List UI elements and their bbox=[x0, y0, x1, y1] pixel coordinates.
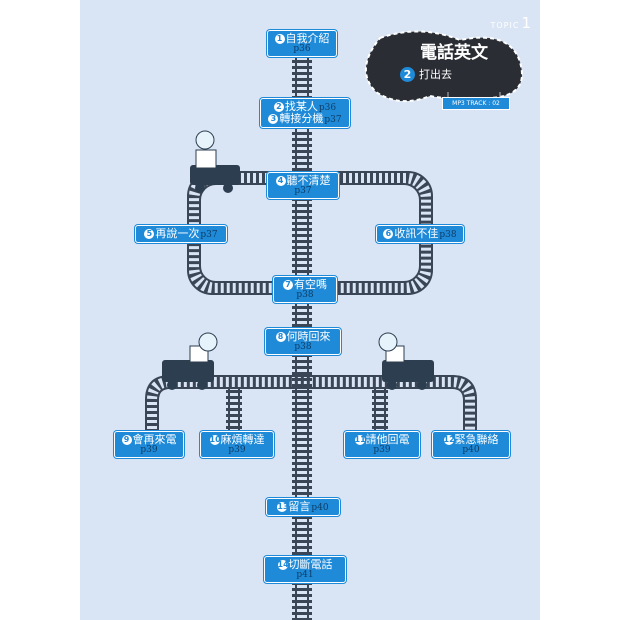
node-number: 4 bbox=[275, 176, 286, 186]
node-label: 請他回電 bbox=[365, 433, 410, 446]
node-page: p40 bbox=[311, 503, 329, 513]
mp3-track-label: MP3 TRACK : 02 bbox=[442, 97, 510, 110]
node-please-pass-on[interactable]: 10麻煩轉達 p39 bbox=[200, 431, 274, 458]
node-number: 8 bbox=[275, 332, 286, 342]
node-number: 7 bbox=[283, 280, 293, 290]
node-urgent-contact[interactable]: 12緊急聯絡 p40 bbox=[432, 431, 510, 458]
node-page: p39 bbox=[373, 445, 391, 455]
node-page: p37 bbox=[324, 115, 342, 125]
node-page: p40 bbox=[462, 445, 480, 455]
train-icon bbox=[378, 332, 434, 390]
node-call-back[interactable]: 11請他回電 p39 bbox=[344, 431, 420, 458]
node-page: p39 bbox=[140, 445, 158, 455]
node-page: p38 bbox=[439, 230, 457, 240]
node-number: 3 bbox=[268, 114, 279, 124]
train-icon bbox=[190, 130, 240, 193]
node-number: 2 bbox=[273, 102, 284, 112]
node-number: 6 bbox=[383, 229, 394, 239]
node-number: 1 bbox=[274, 34, 285, 44]
node-number: 9 bbox=[121, 435, 132, 445]
badge-title: 電話英文 bbox=[420, 43, 488, 63]
section-number: 2 bbox=[400, 67, 415, 82]
subtitle-text: 打出去 bbox=[419, 68, 452, 81]
node-label: 再說一次 bbox=[155, 227, 200, 240]
node-label: 何時回來 bbox=[286, 330, 331, 343]
node-label: 緊急聯絡 bbox=[454, 433, 499, 446]
node-page: p37 bbox=[294, 186, 312, 196]
node-number: 5 bbox=[144, 229, 155, 239]
node-page: p39 bbox=[228, 445, 246, 455]
node-page: p36 bbox=[318, 103, 337, 113]
topic-text: TOPIC bbox=[490, 21, 520, 30]
node-label: 收訊不佳 bbox=[394, 227, 439, 240]
node-number: 11 bbox=[354, 435, 366, 445]
node-label: 切斷電話 bbox=[288, 558, 333, 571]
node-number: 13 bbox=[277, 502, 289, 512]
node-label: 找某人 bbox=[284, 100, 318, 113]
node-page: p38 bbox=[294, 342, 312, 352]
node-page: p41 bbox=[296, 570, 314, 580]
node-page: p37 bbox=[200, 230, 218, 240]
node-label: 麻煩轉達 bbox=[220, 433, 265, 446]
node-leave-message[interactable]: 13留言p40 bbox=[266, 498, 340, 516]
node-page: p36 bbox=[293, 44, 311, 54]
topic-number: 1 bbox=[521, 14, 532, 32]
train-icon bbox=[162, 332, 218, 390]
node-label: 自我介紹 bbox=[285, 32, 330, 45]
node-number: 14 bbox=[277, 560, 289, 570]
node-label: 聽不清楚 bbox=[286, 174, 331, 187]
node-label: 會再來電 bbox=[132, 433, 177, 446]
node-number: 12 bbox=[443, 435, 455, 445]
node-label: 有空嗎 bbox=[294, 278, 327, 291]
node-number: 10 bbox=[209, 435, 221, 445]
node-hang-up[interactable]: 14切斷電話 p41 bbox=[264, 556, 346, 583]
node-label: 轉接分機 bbox=[279, 112, 324, 125]
railway-tracks bbox=[145, 30, 523, 620]
node-page: p38 bbox=[296, 290, 314, 300]
badge-subtitle: 2 打出去 bbox=[400, 66, 452, 82]
node-label: 留言 bbox=[288, 500, 311, 513]
